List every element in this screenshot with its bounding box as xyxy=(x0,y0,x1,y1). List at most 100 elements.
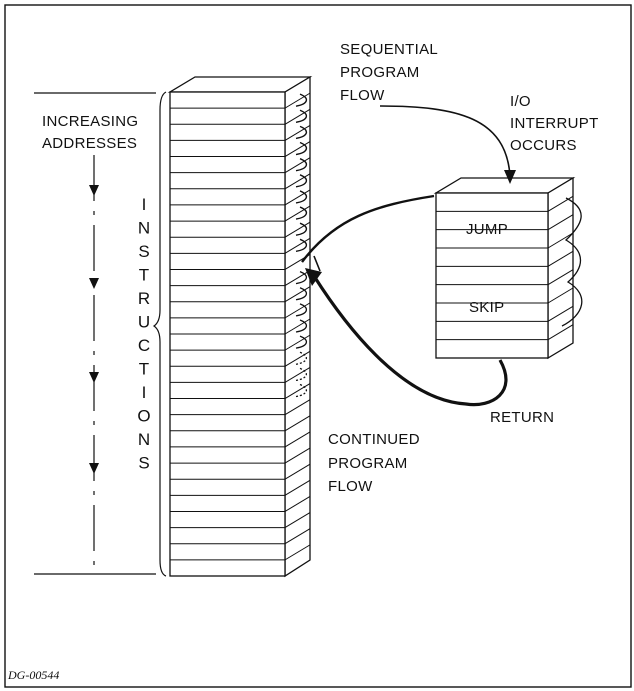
sequential-loop-mark xyxy=(295,93,307,107)
continued-flow-label: CONTINUED PROGRAM FLOW xyxy=(328,431,424,495)
stack-row-side-line xyxy=(284,189,311,206)
continued-loop-mark xyxy=(295,383,307,398)
sequential-loop-mark xyxy=(295,174,307,188)
routine-row-side-line xyxy=(547,287,574,304)
routine-front-face xyxy=(435,192,549,359)
stack-row-side-line xyxy=(284,463,311,480)
routine-row-side-line xyxy=(547,232,574,249)
return-label: RETURN xyxy=(490,409,554,426)
routine-row-side-line xyxy=(547,269,574,286)
sequential-loop-mark xyxy=(295,206,307,220)
continued-loop-mark xyxy=(295,270,307,285)
stack-row-side-line xyxy=(284,173,311,190)
routine-row-side-line xyxy=(547,214,574,231)
stack-bracket xyxy=(152,91,167,577)
stack-rows xyxy=(170,92,311,561)
continued-line-1: CONTINUED xyxy=(328,431,420,448)
interrupt-point-mark xyxy=(313,255,321,272)
routine-rows xyxy=(436,195,574,341)
sequential-loop-mark xyxy=(295,141,307,156)
routine-row-side-line xyxy=(547,305,574,322)
figure-id: DG-00544 xyxy=(7,668,59,682)
instructions-letter: C xyxy=(138,336,150,355)
instructions-letter: U xyxy=(138,313,150,332)
routine-row-side-line xyxy=(547,250,574,267)
stack-row-side-line xyxy=(284,334,311,351)
stack-row-side-line xyxy=(284,237,311,254)
instructions-letter: T xyxy=(139,360,149,379)
interrupt-line-1: I/O xyxy=(510,93,531,110)
sequential-loop-mark xyxy=(295,190,307,204)
page-frame xyxy=(4,4,632,688)
routine-side-face xyxy=(547,176,574,360)
stack-row-side-line xyxy=(284,350,311,367)
interrupt-occurs-label: I/O INTERRUPT OCCURS xyxy=(510,93,603,154)
continued-line-2: PROGRAM xyxy=(328,455,408,472)
sequential-loop-mark xyxy=(295,238,307,253)
arrow-head-icon xyxy=(305,268,322,286)
sequential-line-3: FLOW xyxy=(340,87,385,104)
instruction-stack xyxy=(167,75,313,578)
stack-row-side-line xyxy=(284,383,311,399)
return-arrow xyxy=(312,275,508,407)
stack-row-side-line xyxy=(284,286,311,303)
instructions-letter: I xyxy=(142,383,147,402)
sequential-loop-mark xyxy=(295,222,307,236)
stack-row-side-line xyxy=(284,447,311,464)
routine-loop-marks xyxy=(561,197,583,327)
sequential-loop-mark xyxy=(295,109,307,123)
skip-label: SKIP xyxy=(469,299,504,316)
stack-row-side-line xyxy=(284,108,311,125)
instructions-letter: S xyxy=(138,242,149,261)
instructions-letter: T xyxy=(139,266,149,285)
continued-loop-mark xyxy=(295,319,307,333)
stack-row-side-line xyxy=(284,415,311,432)
jump-arrow xyxy=(301,194,435,263)
stack-row-side-line xyxy=(284,302,311,319)
stack-row-side-line xyxy=(284,431,311,448)
sequential-line-1: SEQUENTIAL xyxy=(340,41,437,58)
down-arrow-icon xyxy=(89,463,99,474)
down-arrow-icon xyxy=(89,185,99,196)
stack-row-side-line xyxy=(284,92,311,109)
arrow-head-icon xyxy=(504,170,516,184)
continued-line-3: FLOW xyxy=(328,478,373,495)
address-axis xyxy=(34,92,156,575)
increasing-line-2: ADDRESSES xyxy=(42,135,137,152)
stack-loop-marks xyxy=(295,93,307,398)
sequential-line-2: PROGRAM xyxy=(340,64,420,81)
stack-row-side-line xyxy=(284,205,311,222)
continued-loop-mark xyxy=(295,287,307,301)
stack-row-side-line xyxy=(284,157,311,174)
continued-loop-mark xyxy=(295,335,307,349)
sequential-flow-label: SEQUENTIAL PROGRAM FLOW xyxy=(340,41,442,104)
interrupt-line-2: INTERRUPT xyxy=(510,115,598,132)
interrupt-routine-stack xyxy=(433,176,583,360)
stack-row-side-line xyxy=(284,496,311,512)
down-arrow-icon xyxy=(89,372,99,383)
stack-row-side-line xyxy=(284,141,311,157)
continued-loop-mark xyxy=(295,351,307,365)
instructions-letter: I xyxy=(142,195,147,214)
interrupt-line-3: OCCURS xyxy=(510,137,577,154)
stack-row-side-line xyxy=(284,124,311,141)
increasing-addresses-label: INCREASING ADDRESSES xyxy=(42,113,143,152)
sequential-loop-mark xyxy=(295,158,307,172)
sequential-loop-mark xyxy=(295,125,307,140)
stack-row-side-line xyxy=(284,318,311,335)
stack-row-side-line xyxy=(284,479,311,496)
instructions-letter: R xyxy=(138,289,150,308)
stack-row-side-line xyxy=(284,221,311,238)
routine-row-side-line xyxy=(547,324,574,341)
interrupt-arrow xyxy=(379,105,511,177)
stack-row-side-line xyxy=(284,512,311,529)
instructions-letter: N xyxy=(138,430,150,449)
continued-loop-mark xyxy=(295,367,307,382)
stack-row-side-line xyxy=(284,544,311,561)
stack-row-side-line xyxy=(284,528,311,545)
stack-row-side-line xyxy=(284,270,311,287)
continued-loop-mark xyxy=(295,303,307,317)
